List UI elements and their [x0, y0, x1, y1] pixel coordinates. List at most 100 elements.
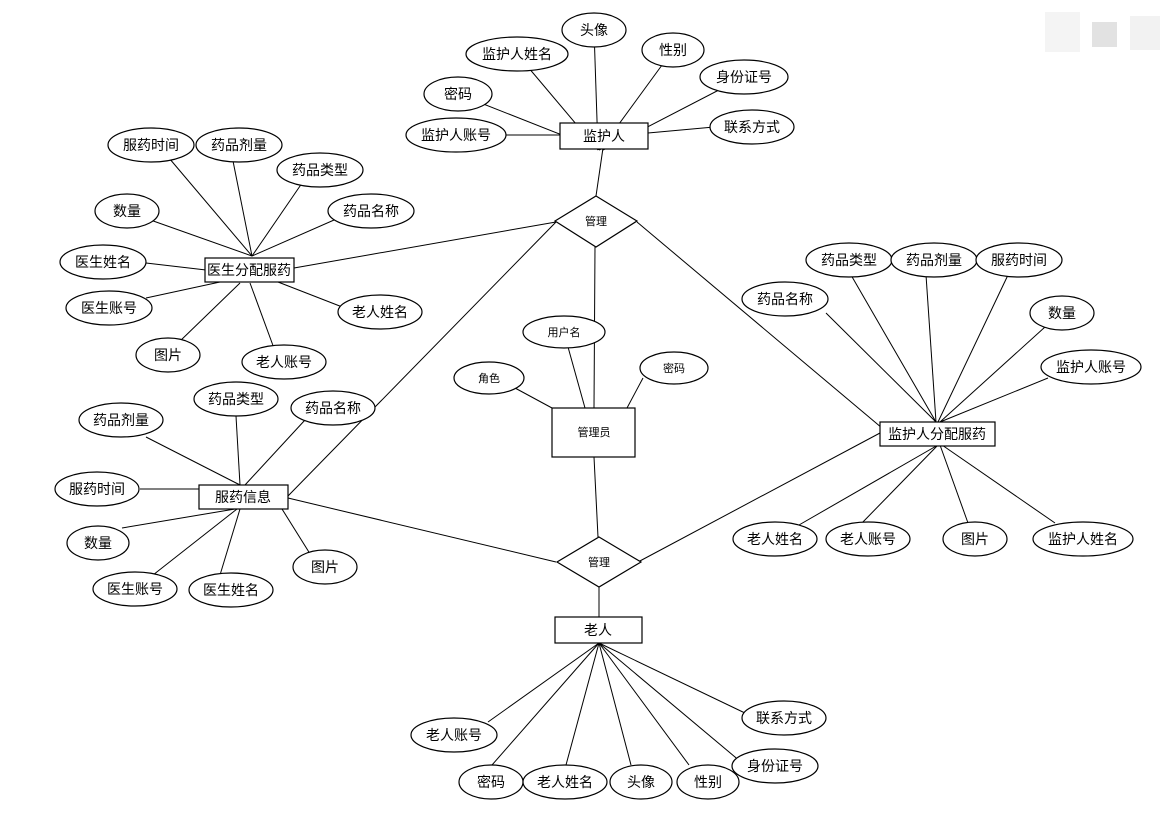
- attr-guardian-contact-label: 联系方式: [724, 120, 780, 136]
- connector-lines: [121, 29, 1056, 766]
- attr-guardian-assign-guardianaccount: [1040, 349, 1142, 385]
- attr-med-info-doctorname-label: 医生姓名: [203, 583, 259, 599]
- entity-guardian: [559, 122, 649, 150]
- attr-med-info-medtime: [54, 471, 140, 507]
- attr-guardian-assign-eldername-label: 老人姓名: [747, 532, 803, 548]
- attr-guardian-name-label: 监护人姓名: [482, 47, 552, 63]
- attr-guardian-contact: [709, 109, 795, 145]
- attr-elderly-avatar-label: 头像: [627, 775, 655, 791]
- elderly-entity-group: 老人 老人账号 联系方式 身份证号 密码 老人姓名 头像 性别: [410, 616, 827, 800]
- attr-med-info-doctoraccount-label: 医生账号: [107, 582, 163, 598]
- guardian-entity-group: 监护人 头像 监护人姓名 性别 密码 身份证号 监护人账号 联系方式: [405, 12, 795, 153]
- attr-doctor-assign-medname-label: 药品名称: [343, 204, 399, 220]
- med-info-entity-group: 服药信息 药品类型 药品名称 药品剂量 服药时间 数量 图片 医生账号 医生姓名: [54, 381, 376, 608]
- attr-doctor-assign-doctorname: [59, 244, 147, 280]
- admin-entity-group: 管理员 用户名 角色 密码: [453, 315, 709, 458]
- attr-doctor-assign-doctoraccount: [65, 290, 153, 326]
- attr-guardian-assign-guardianname-label: 监护人姓名: [1048, 532, 1118, 548]
- attr-admin-password: [639, 351, 709, 385]
- attr-doctor-assign-medtime-label: 服药时间: [123, 138, 179, 154]
- entity-guardian-assign: [879, 421, 996, 447]
- attr-elderly-password-label: 密码: [477, 774, 505, 791]
- attr-doctor-assign-picture: [135, 337, 201, 373]
- entity-admin-label: 管理员: [578, 425, 611, 439]
- attr-med-info-medname-label: 药品名称: [305, 401, 361, 417]
- attr-med-info-medtime-label: 服药时间: [69, 482, 125, 498]
- attr-doctor-assign-doctoraccount-label: 医生账号: [81, 301, 137, 317]
- attr-elderly-idcard-label: 身份证号: [747, 759, 803, 775]
- relationship-manage-top: [553, 195, 639, 248]
- attr-guardian-assign-eldername: [732, 521, 818, 557]
- attr-guardian-avatar-label: 头像: [580, 23, 608, 39]
- attr-guardian-avatar: [561, 12, 627, 48]
- attr-guardian-account: [405, 117, 507, 153]
- entity-med-info: [198, 484, 289, 510]
- attr-guardian-assign-picture: [942, 521, 1008, 557]
- relationship-manage-top-group: 管理: [553, 195, 639, 248]
- attr-doctor-assign-dosage: [195, 127, 283, 163]
- doctor-assign-entity-group: 医生分配服药 服药时间 药品剂量 药品类型 数量 药品名称 医生姓名 医生账号 …: [59, 127, 423, 380]
- attr-elderly-avatar: [609, 764, 673, 800]
- attr-elderly-name: [522, 764, 608, 800]
- attr-doctor-assign-eldername: [337, 294, 423, 330]
- attr-elderly-account: [410, 717, 498, 753]
- attr-guardian-assign-medtime-label: 服药时间: [991, 253, 1047, 269]
- attr-med-info-quantity: [66, 525, 130, 561]
- attr-guardian-assign-guardianname: [1032, 521, 1134, 557]
- blurred-watermark: [1045, 12, 1160, 52]
- attr-doctor-assign-medtype: [276, 152, 364, 188]
- attr-guardian-assign-guardianaccount-label: 监护人账号: [1056, 360, 1126, 376]
- attr-guardian-assign-medtype-label: 药品类型: [821, 253, 877, 269]
- attr-guardian-idcard: [699, 59, 789, 95]
- attr-med-info-quantity-label: 数量: [84, 536, 112, 552]
- entity-admin: [551, 407, 636, 458]
- entity-elderly: [554, 616, 643, 644]
- attr-med-info-dosage-label: 药品剂量: [93, 413, 149, 429]
- attr-guardian-assign-quantity-label: 数量: [1048, 306, 1076, 322]
- relationship-manage-top-label: 管理: [585, 214, 607, 228]
- attr-guardian-assign-medname: [741, 281, 829, 317]
- attr-guardian-assign-dosage-label: 药品剂量: [906, 253, 962, 269]
- attr-elderly-gender: [676, 764, 740, 800]
- attr-guardian-account-label: 监护人账号: [421, 128, 491, 144]
- attr-elderly-contact-label: 联系方式: [756, 711, 812, 727]
- attr-doctor-assign-elderaccount-label: 老人账号: [256, 355, 312, 371]
- attr-med-info-picture-label: 图片: [311, 560, 339, 576]
- attr-guardian-password: [423, 76, 493, 112]
- attr-med-info-medtype-label: 药品类型: [208, 392, 264, 408]
- attr-doctor-assign-dosage-label: 药品剂量: [211, 138, 267, 154]
- attr-doctor-assign-medtype-label: 药品类型: [292, 163, 348, 179]
- entity-doctor-assign-label: 医生分配服药: [207, 263, 291, 279]
- attr-elderly-idcard: [731, 748, 819, 784]
- attr-elderly-name-label: 老人姓名: [537, 775, 593, 791]
- relationship-manage-bottom-group: 管理: [555, 536, 643, 588]
- attr-admin-role-label: 角色: [478, 371, 500, 385]
- entity-elderly-label: 老人: [584, 623, 612, 639]
- attr-guardian-assign-elderaccount-label: 老人账号: [840, 532, 896, 548]
- attr-doctor-assign-doctorname-label: 医生姓名: [75, 255, 131, 271]
- attr-doctor-assign-medtime: [107, 127, 195, 163]
- attr-doctor-assign-medname: [327, 193, 415, 229]
- attr-admin-username-label: 用户名: [548, 325, 581, 339]
- attr-doctor-assign-picture-label: 图片: [154, 348, 182, 364]
- attr-doctor-assign-elderaccount: [241, 344, 327, 380]
- attr-elderly-account-label: 老人账号: [426, 728, 482, 744]
- relationship-manage-bottom-label: 管理: [588, 555, 610, 569]
- attr-med-info-dosage: [78, 402, 164, 438]
- guardian-assign-entity-group: 监护人分配服药 药品类型 药品剂量 服药时间 药品名称 数量 监护人账号 老人姓…: [732, 242, 1142, 557]
- attr-guardian-assign-medtime: [975, 242, 1063, 278]
- attr-guardian-assign-picture-label: 图片: [961, 532, 989, 548]
- attr-med-info-medname: [290, 390, 376, 426]
- attr-med-info-doctorname: [188, 572, 274, 608]
- attr-doctor-assign-eldername-label: 老人姓名: [352, 305, 408, 321]
- relationship-manage-bottom: [555, 536, 643, 588]
- attr-med-info-medtype: [193, 381, 279, 417]
- attr-elderly-contact: [741, 700, 827, 736]
- attr-doctor-assign-quantity-label: 数量: [113, 204, 141, 220]
- attr-med-info-doctoraccount: [92, 571, 178, 607]
- entity-med-info-label: 服药信息: [215, 489, 271, 506]
- attr-guardian-assign-medname-label: 药品名称: [757, 292, 813, 308]
- attr-guardian-idcard-label: 身份证号: [716, 70, 772, 86]
- attr-admin-role: [453, 361, 525, 395]
